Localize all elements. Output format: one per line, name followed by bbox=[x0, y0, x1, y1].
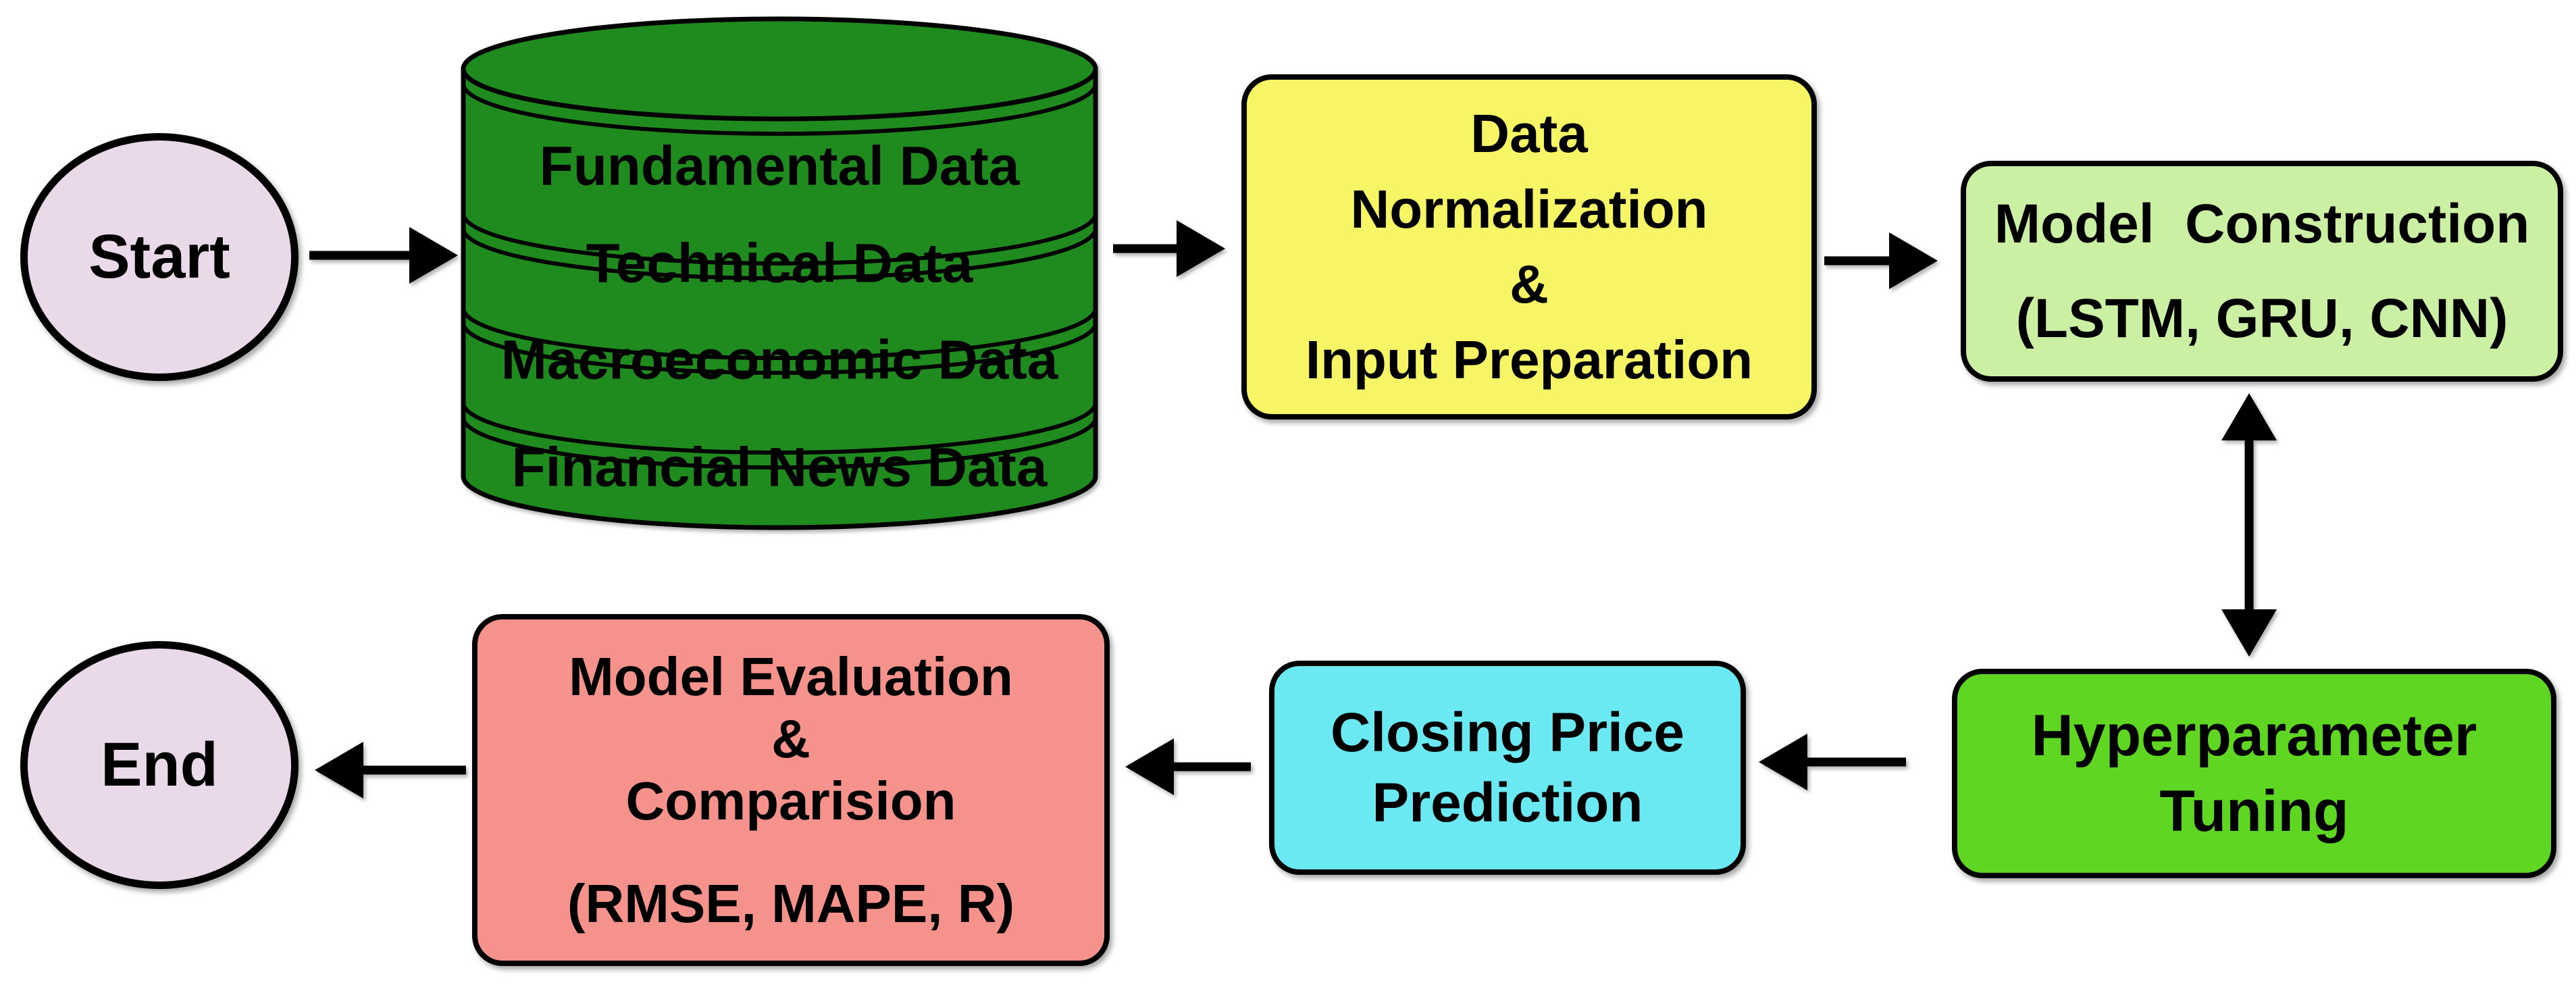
arrow-normalization-to-model bbox=[1824, 232, 1938, 289]
database-cylinder-top-cap bbox=[461, 16, 1098, 122]
normalization-line: Data bbox=[1470, 103, 1588, 163]
start-node: Start bbox=[20, 133, 299, 381]
closing-price-prediction-node: Closing Price Prediction bbox=[1269, 661, 1746, 875]
model-construction-line: Model Construction bbox=[1994, 193, 2530, 255]
database-separator-arc bbox=[461, 417, 1098, 469]
arrow-prediction-to-evaluation bbox=[1125, 738, 1251, 795]
normalization-line: Normalization bbox=[1350, 178, 1708, 239]
database-separator-arc bbox=[461, 213, 1098, 265]
database-separator-arc bbox=[461, 402, 1098, 455]
model-evaluation-node: Model Evaluation & Comparision (RMSE, MA… bbox=[472, 614, 1110, 966]
normalization-node: Data Normalization & Input Preparation bbox=[1241, 74, 1817, 420]
end-node-label: End bbox=[101, 730, 218, 799]
database-label-macroeconomic: Macroeconomic Data bbox=[501, 330, 1059, 391]
normalization-line: & bbox=[1510, 254, 1549, 315]
database-label-fundamental: Fundamental Data bbox=[540, 136, 1021, 197]
arrow-evaluation-to-end bbox=[315, 742, 466, 798]
database-separator-arc bbox=[461, 307, 1098, 360]
closing-price-prediction-line: Prediction bbox=[1372, 771, 1643, 834]
database-label-financial-news: Financial News Data bbox=[512, 437, 1048, 499]
model-construction-line: (LSTM, GRU, CNN) bbox=[2015, 287, 2508, 349]
database-cylinder: Fundamental Data Technical Data Macroeco… bbox=[461, 16, 1098, 530]
arrow-database-to-normalization bbox=[1113, 220, 1225, 277]
model-evaluation-line: Model Evaluation bbox=[569, 646, 1013, 707]
model-evaluation-line: Comparision bbox=[625, 770, 956, 831]
database-separator-arc bbox=[461, 228, 1098, 280]
database-label-technical: Technical Data bbox=[586, 233, 974, 295]
hyperparameter-tuning-node: Hyperparameter Tuning bbox=[1952, 669, 2556, 878]
database-separator-arc bbox=[461, 322, 1098, 375]
hyperparameter-tuning-line: Tuning bbox=[2159, 779, 2349, 844]
arrow-hyperparameter-to-prediction bbox=[1759, 734, 1906, 790]
hyperparameter-tuning-line: Hyperparameter bbox=[2031, 703, 2477, 768]
database-cylinder-body bbox=[461, 66, 1098, 530]
closing-price-prediction-line: Closing Price bbox=[1330, 701, 1685, 763]
arrow-start-to-database bbox=[309, 227, 458, 284]
model-evaluation-metrics-line: (RMSE, MAPE, R) bbox=[567, 873, 1015, 934]
database-cylinder-top-rim-arc bbox=[461, 83, 1098, 136]
model-construction-node: Model Construction (LSTM, GRU, CNN) bbox=[1961, 161, 2563, 382]
arrow-model-hyperparameter-bidirectional bbox=[2221, 393, 2277, 657]
start-node-label: Start bbox=[88, 222, 230, 291]
model-evaluation-line: & bbox=[771, 708, 810, 769]
end-node: End bbox=[20, 641, 299, 889]
normalization-line: Input Preparation bbox=[1305, 330, 1753, 390]
